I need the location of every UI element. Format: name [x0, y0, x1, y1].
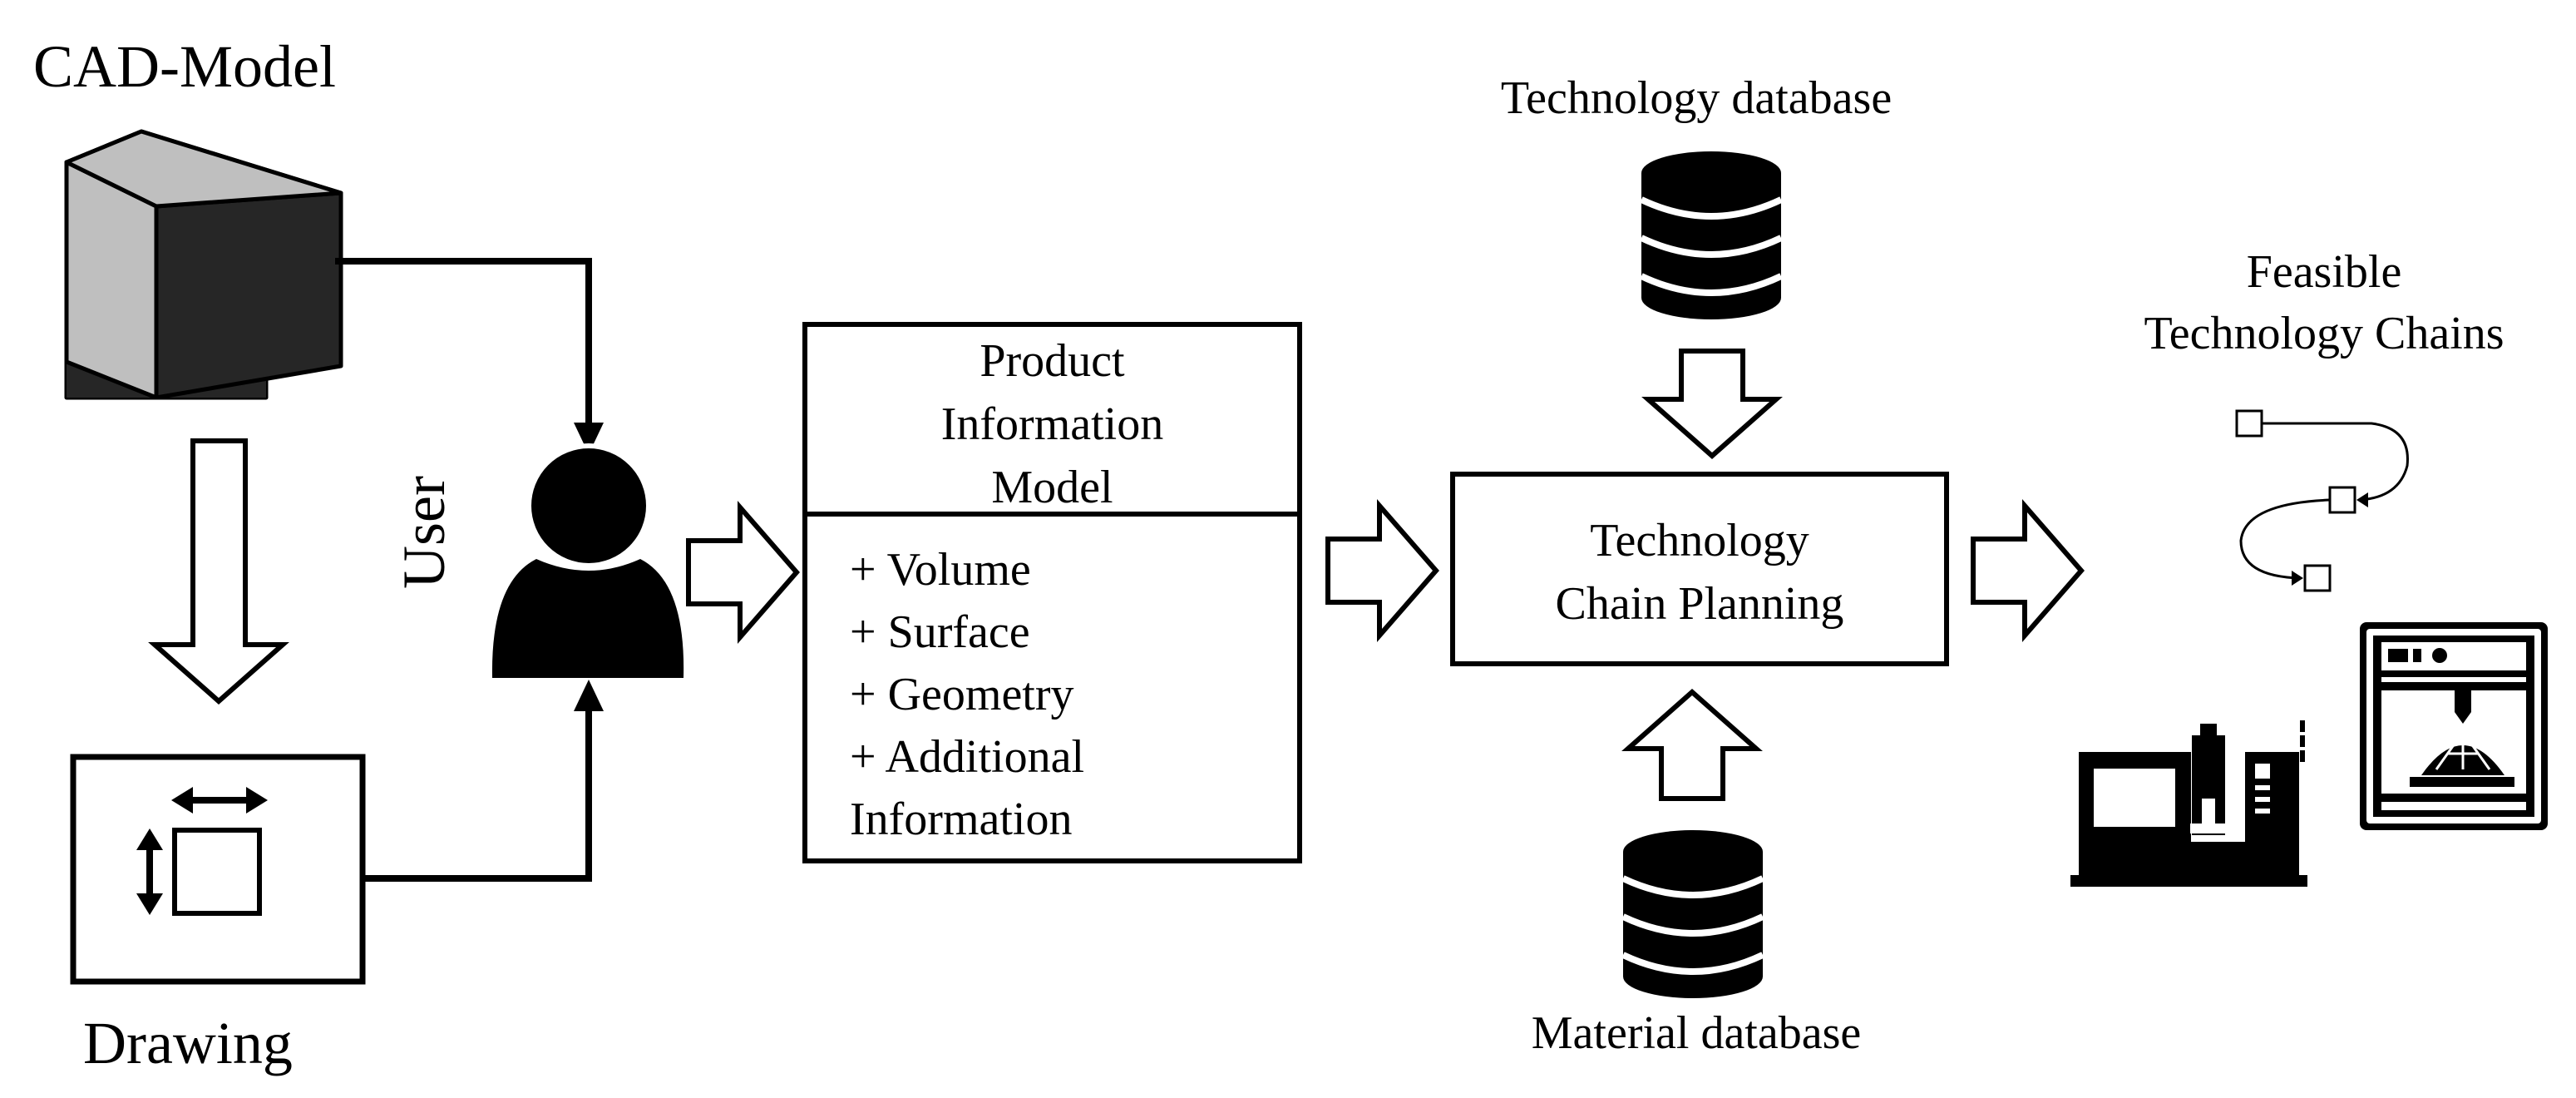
product-information-model-box	[802, 322, 1302, 863]
drawing-label: Drawing	[83, 1010, 293, 1076]
pim-item-additional: + Additional	[850, 731, 1085, 783]
material-database-icon	[1621, 830, 1764, 998]
feasible-chains-line-2: Technology Chains	[2144, 308, 2504, 359]
cad-to-user-arrowhead	[574, 423, 604, 454]
pim-item-surface: + Surface	[850, 606, 1030, 658]
technology-chain-planning-title: Technology Chain Planning	[1453, 509, 1947, 636]
technology-database-label: Technology database	[1500, 72, 1893, 124]
user-label: User	[391, 476, 457, 589]
pim-item-geometry: + Geometry	[850, 669, 1074, 720]
pim-title-line-3: Model	[991, 462, 1113, 513]
tcp-title-line-1: Technology	[1590, 515, 1809, 566]
3d-printer-icon	[2360, 622, 2548, 830]
cad-model-label: CAD-Model	[33, 33, 336, 100]
drawing-to-user-arrowhead	[574, 680, 604, 711]
user-to-pim-arrow	[686, 500, 800, 645]
cad-to-drawing-arrow	[148, 438, 289, 705]
user-icon	[491, 443, 684, 678]
chain-arrowhead-1	[2356, 492, 2368, 507]
tcp-to-output-arrow	[1971, 498, 2085, 643]
cnc-machine-icon	[2070, 720, 2307, 887]
cad-cube-icon	[64, 129, 343, 400]
feasible-chains-label: Feasible Technology Chains	[2079, 241, 2569, 364]
pim-item-information: Information	[850, 794, 1073, 845]
drawing-to-user-connector	[363, 697, 592, 882]
chain-arrowhead-2	[2292, 571, 2303, 586]
technology-chain-planning-box	[1450, 472, 1949, 666]
pim-title: Product Information Model	[805, 329, 1300, 519]
technology-database-icon	[1640, 151, 1783, 319]
pim-items: + Volume + Surface + Geometry + Addition…	[850, 539, 1084, 851]
cad-to-user-connector	[335, 258, 592, 437]
tcp-title-line-2: Chain Planning	[1555, 578, 1844, 630]
feasible-chains-line-1: Feasible	[2246, 246, 2402, 298]
pim-title-line-2: Information	[940, 398, 1164, 450]
drawing-icon	[70, 754, 366, 985]
pim-item-volume: + Volume	[850, 544, 1031, 596]
technology-chain-icon	[2235, 409, 2409, 592]
techdb-to-tcp-arrow	[1641, 349, 1783, 460]
pim-to-tcp-arrow	[1325, 498, 1439, 643]
material-database-label: Material database	[1531, 1007, 1862, 1059]
matdb-to-tcp-arrow	[1621, 688, 1763, 801]
pim-title-line-1: Product	[980, 335, 1125, 387]
